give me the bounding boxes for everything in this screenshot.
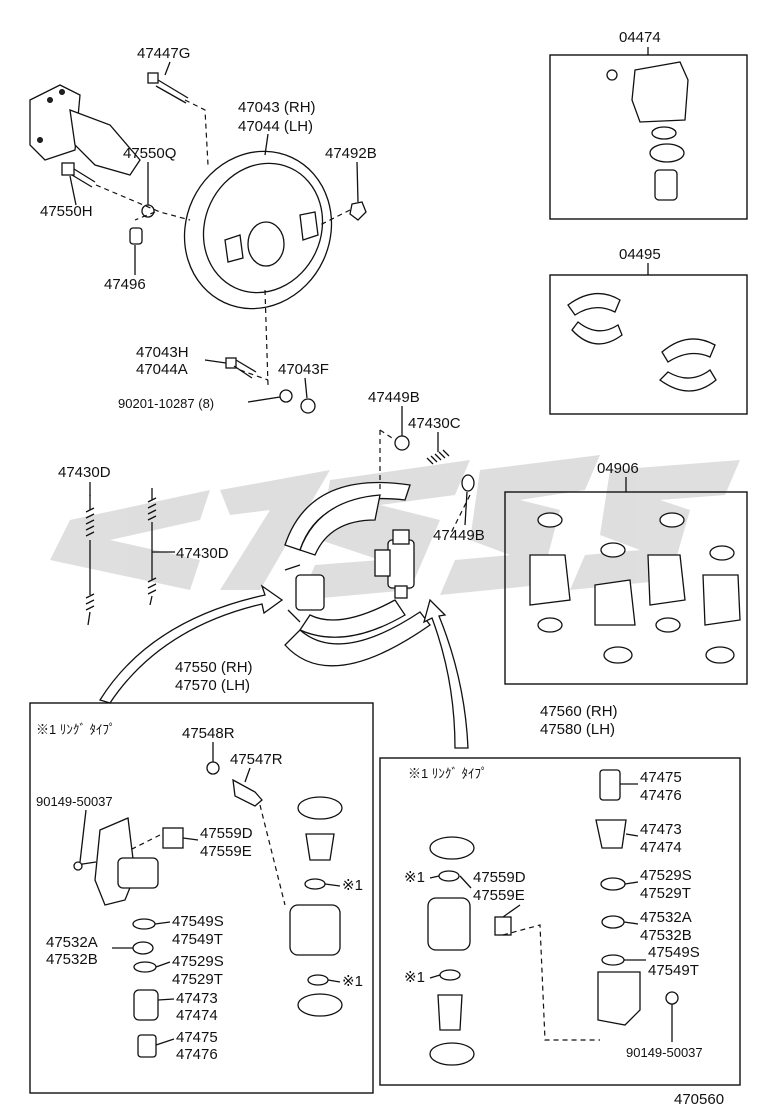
label-47529t-left: 47529T (172, 971, 223, 988)
assembly-box-left (29, 702, 374, 1094)
label-47547r: 47547R (230, 751, 283, 768)
label-mark1-left-upper: ※1 (342, 877, 363, 894)
label-47043h: 47043H (136, 344, 189, 361)
label-mark1-right-lower: ※1 (404, 969, 425, 986)
plate-47496-part (129, 227, 143, 245)
label-47492b: 47492B (325, 145, 377, 162)
label-47549t-left: 47549T (172, 931, 223, 948)
bolt-47447g-part (147, 72, 189, 104)
label-47550q: 47550Q (123, 145, 176, 162)
label-ring-type-right: ※1 ﾘﾝｸﾞ ﾀｲﾌﾟ (408, 766, 487, 781)
left-assembly-leaders (129, 804, 286, 906)
nut-47492b-part (349, 201, 367, 221)
brake-shoe-upper-part (284, 481, 411, 556)
spring-leaders (89, 482, 175, 553)
label-47532b-left: 47532B (46, 951, 98, 968)
label-47560-rh: 47560 (RH) (540, 703, 618, 720)
label-47548r: 47548R (182, 725, 235, 742)
label-mark1-right-upper: ※1 (404, 869, 425, 886)
label-47043f: 47043F (278, 361, 329, 378)
label-47549s-right: 47549S (648, 944, 700, 961)
kit-box-04495 (549, 274, 748, 415)
bolt-47550h-part (61, 162, 96, 188)
label-ring-type-left: ※1 ﾘﾝｸﾞ ﾀｲﾌﾟ (36, 722, 115, 737)
bleeder-bolt-part (225, 357, 257, 379)
label-47430d-upper: 47430D (58, 464, 111, 481)
label-47476-right: 47476 (640, 787, 682, 804)
label-47473-right: 47473 (640, 821, 682, 838)
label-47529s-right: 47529S (640, 867, 692, 884)
label-47043-rh: 47043 (RH) (238, 99, 316, 116)
label-47550-rh: 47550 (RH) (175, 659, 253, 676)
brake-shoe-lower-part (284, 599, 431, 667)
label-47044a: 47044A (136, 361, 188, 378)
label-47475-left: 47475 (176, 1029, 218, 1046)
right-assembly-leaders (502, 924, 600, 1041)
backing-plate-part (183, 150, 333, 310)
label-47044-lh: 47044 (LH) (238, 118, 313, 135)
leader-lines-top (95, 99, 351, 386)
label-47559d-left: 47559D (200, 825, 253, 842)
right-assembly-parts (427, 769, 679, 1066)
label-47475-right: 47475 (640, 769, 682, 786)
label-leader-ticks (69, 61, 673, 1046)
label-47559e-left: 47559E (200, 843, 252, 860)
label-mark1-left-lower: ※1 (342, 973, 363, 990)
washer-90201-part (279, 389, 293, 403)
label-47580-lh: 47580 (LH) (540, 721, 615, 738)
label-47474-right: 47474 (640, 839, 682, 856)
label-04474: 04474 (619, 29, 661, 46)
kit-04495-parts (567, 293, 717, 392)
label-47532a-left: 47532A (46, 934, 98, 951)
label-47476-left: 47476 (176, 1046, 218, 1063)
wheel-cylinder-center-part (374, 529, 415, 599)
label-47559e-right: 47559E (473, 887, 525, 904)
boot-47449b-upper-part (394, 435, 410, 451)
label-47529t-right: 47529T (640, 885, 691, 902)
label-47532a-right: 47532A (640, 909, 692, 926)
label-47474-left: 47474 (176, 1007, 218, 1024)
label-04495: 04495 (619, 246, 661, 263)
left-assembly-parts (73, 761, 343, 1058)
boot-47449b-lower-part (461, 474, 475, 492)
spring-47430c-part (426, 449, 450, 465)
label-47529s-left: 47529S (172, 953, 224, 970)
label-47430d-lower: 47430D (176, 545, 229, 562)
label-47549s-left: 47549S (172, 913, 224, 930)
label-47447g: 47447G (137, 45, 190, 62)
label-47430c: 47430C (408, 415, 461, 432)
label-47570-lh: 47570 (LH) (175, 677, 250, 694)
label-90201-10287: 90201-10287 (8) (118, 396, 214, 411)
label-47496: 47496 (104, 276, 146, 293)
part-labels: 47447G 47043 (RH) 47044 (LH) 47492B 4755… (36, 29, 724, 1108)
diagram-id: 470560 (674, 1091, 724, 1108)
kit-04906-parts (529, 512, 741, 664)
kit-leaders (625, 47, 649, 492)
label-47550h: 47550H (40, 203, 93, 220)
label-47532b-right: 47532B (640, 927, 692, 944)
arrow-right-assembly (422, 598, 469, 749)
label-47449b-lower: 47449B (433, 527, 485, 544)
label-90149-50037-right: 90149-50037 (626, 1045, 703, 1060)
arrow-left-assembly (98, 584, 284, 704)
cap-47043f-part (300, 398, 316, 414)
label-47559d-right: 47559D (473, 869, 526, 886)
leader-lines-center (379, 429, 471, 536)
axle-flange-part (29, 84, 141, 176)
kit-04474-parts (606, 61, 689, 201)
spring-47430d-part (85, 488, 157, 626)
label-47549t-right: 47549T (648, 962, 699, 979)
label-90149-50037-left: 90149-50037 (36, 794, 113, 809)
assembly-box-right (379, 757, 741, 1086)
adjuster-part (284, 564, 325, 623)
label-47473-left: 47473 (176, 990, 218, 1007)
label-04906: 04906 (597, 460, 639, 477)
label-47449b-upper: 47449B (368, 389, 420, 406)
